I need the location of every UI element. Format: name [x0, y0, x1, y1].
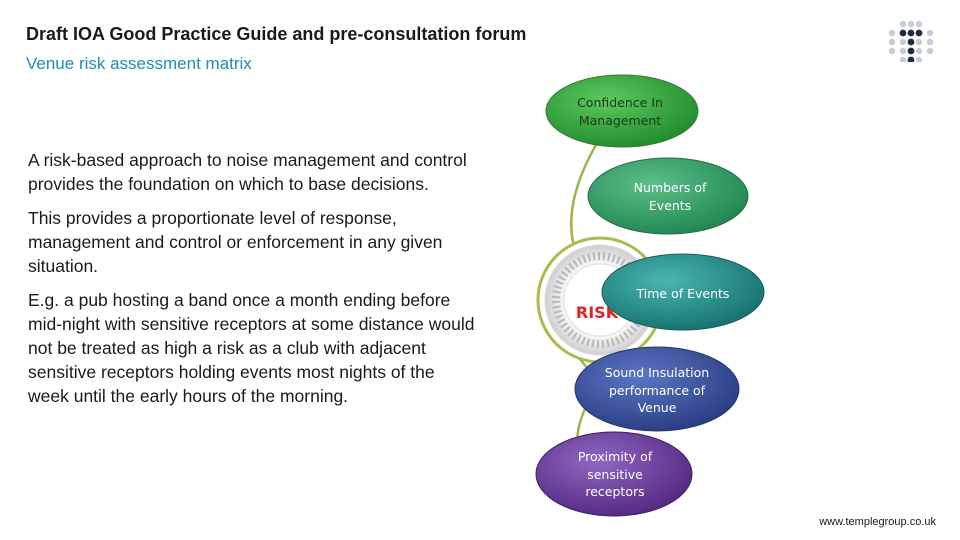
- paragraph-2: This provides a proportionate level of r…: [28, 208, 443, 276]
- slide-subtitle: Venue risk assessment matrix: [26, 54, 252, 73]
- footer-url[interactable]: www.templegroup.co.uk: [819, 516, 936, 528]
- factor-label-time: Time of Events: [636, 286, 730, 301]
- factor-ellipse-time: [601, 253, 765, 331]
- paragraph-1: A risk-based approach to noise managemen…: [28, 150, 467, 194]
- risk-label: RISK: [576, 303, 619, 322]
- factor-ellipse-numbers: [587, 157, 749, 235]
- factor-label-proximity: Proximity of sensitive receptors: [577, 449, 653, 499]
- factor-label-confidence: Confidence In Management: [577, 95, 663, 128]
- factor-ellipse-insulation: [574, 346, 740, 432]
- factor-ellipse-proximity: [535, 431, 693, 517]
- slide-title: Draft IOA Good Practice Guide and pre-co…: [26, 24, 527, 44]
- paragraph-3: E.g. a pub hosting a band once a month e…: [28, 290, 475, 406]
- dot-grid-logo-icon: [888, 20, 934, 62]
- factor-ellipse-confidence: [545, 74, 699, 148]
- body-text: A risk-based approach to noise managemen…: [28, 148, 478, 418]
- factor-label-numbers: Numbers of Events: [633, 180, 707, 213]
- factor-label-insulation: Sound Insulation performance of Venue: [604, 365, 710, 415]
